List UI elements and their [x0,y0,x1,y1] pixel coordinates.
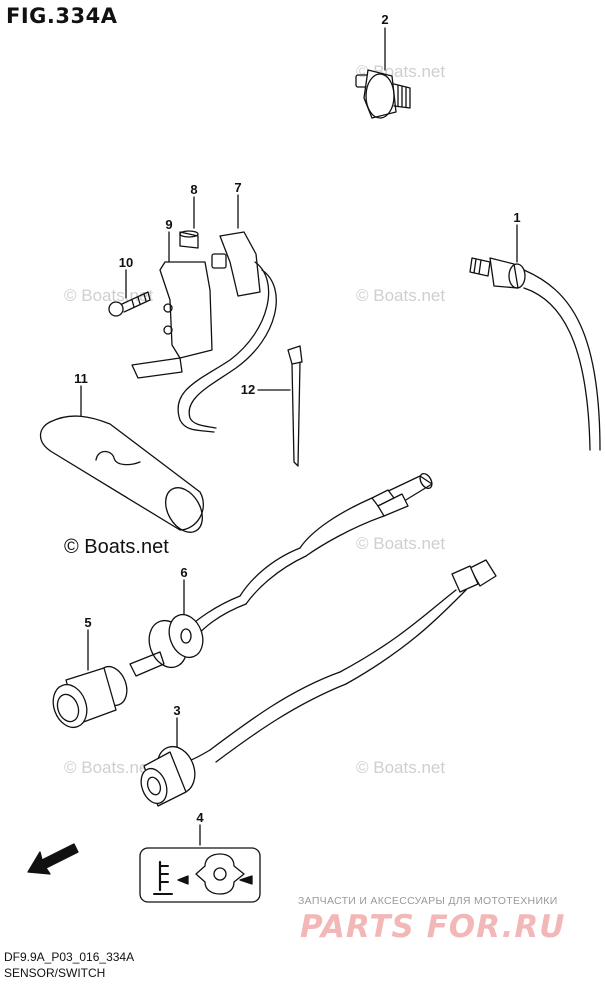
callout-7: 7 [234,180,241,195]
harness-connectors [185,472,433,641]
callout-1: 1 [513,210,520,225]
callout-8: 8 [190,182,197,197]
part-10-bolt [108,291,151,317]
watermark-main: © Boats.net [64,536,169,558]
figure-code: DF9.9A_P03_016_334A [4,950,135,964]
part-11-sleeve [39,415,204,533]
callout-6: 6 [180,565,187,580]
figure-title: FIG.334A [6,4,118,28]
part-1-sensor [469,257,601,451]
part-6-grommet [148,613,204,669]
callout-11: 11 [74,371,88,386]
part-4-decal [139,847,261,903]
callout-9: 9 [165,217,172,232]
callout-5: 5 [84,615,91,630]
part-12-cable-tie [287,345,303,467]
advert-logo: PARTS FOR.RU [300,909,566,945]
callout-12: 12 [241,382,255,397]
part-7-switch [177,231,277,433]
watermark: © Boats.net [356,286,446,305]
watermark: © Boats.net [356,534,446,553]
callout-4: 4 [196,810,204,825]
callout-10: 10 [119,255,133,270]
callout-3: 3 [173,703,180,718]
figure-caption: SENSOR/SWITCH [4,966,106,980]
watermark: © Boats.net [64,758,154,777]
part-5-switch [52,651,165,729]
fwd-arrow [27,843,79,875]
part-3-switch [140,559,497,807]
callout-2: 2 [381,12,388,27]
part-8-spacer [179,230,199,249]
watermark: © Boats.net [356,758,446,777]
part-9-bracket [131,261,213,379]
advert-text: ЗАПЧАСТИ И АКСЕССУАРЫ ДЛЯ МОТОТЕХНИКИ [298,895,558,907]
part-2-switch [355,69,411,119]
